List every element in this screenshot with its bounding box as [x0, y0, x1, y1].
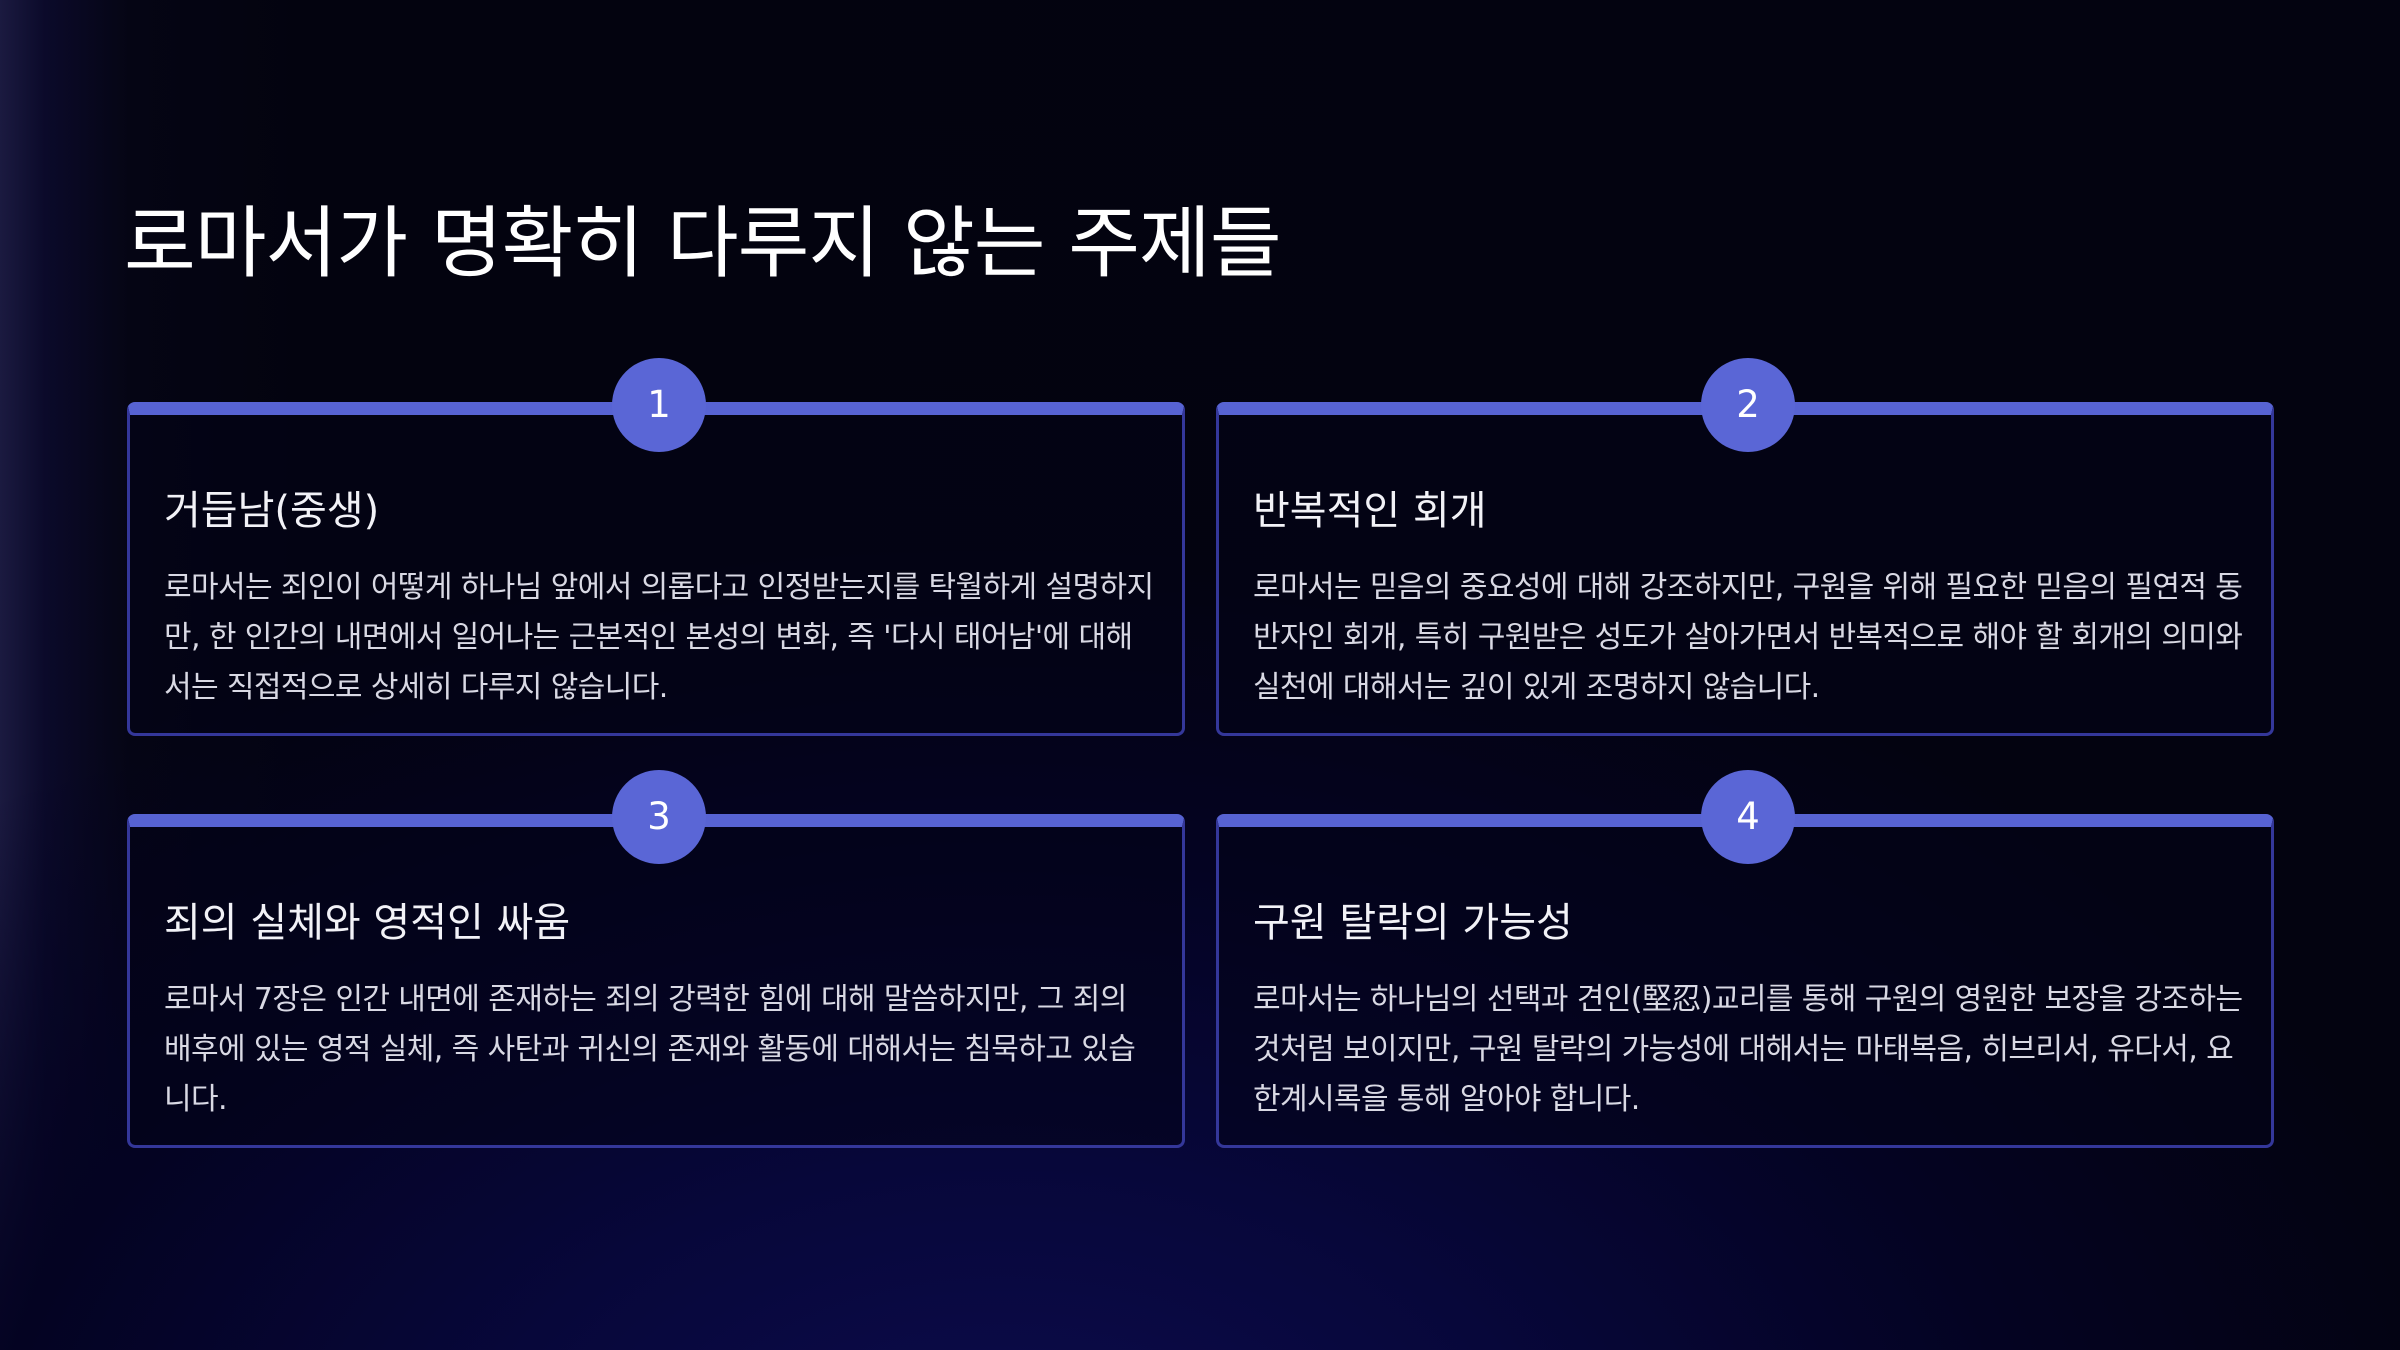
number-badge-4: 4 — [1701, 770, 1795, 864]
number-badge-2: 2 — [1701, 358, 1795, 452]
card-body-2: 로마서는 믿음의 중요성에 대해 강조하지만, 구원을 위해 필요한 믿음의 필… — [1253, 570, 2243, 705]
slide-title: 로마서가 명확히 다루지 않는 주제들 — [124, 199, 1282, 289]
card-title-3: 죄의 실체와 영적인 싸움 — [164, 900, 571, 946]
card-body-3: 로마서 7장은 인간 내면에 존재하는 죄의 강력한 힘에 대해 말씀하지만, … — [164, 982, 1136, 1117]
card-body-1: 로마서는 죄인이 어떻게 하나님 앞에서 의롭다고 인정받는지를 탁월하게 설명… — [164, 570, 1154, 705]
topic-card-2: 2 반복적인 회개 로마서는 믿음의 중요성에 대해 강조하지만, 구원을 위해… — [1216, 358, 2274, 736]
topic-card-3: 3 죄의 실체와 영적인 싸움 로마서 7장은 인간 내면에 존재하는 죄의 강… — [127, 770, 1185, 1148]
number-badge-3: 3 — [612, 770, 706, 864]
topic-card-4: 4 구원 탈락의 가능성 로마서는 하나님의 선택과 견인(堅忍)교리를 통해 … — [1216, 770, 2274, 1148]
card-title-1: 거듭남(중생) — [164, 488, 380, 534]
card-title-4: 구원 탈락의 가능성 — [1253, 900, 1573, 946]
topic-card-1: 1 거듭남(중생) 로마서는 죄인이 어떻게 하나님 앞에서 의롭다고 인정받는… — [127, 358, 1185, 736]
card-body-4: 로마서는 하나님의 선택과 견인(堅忍)교리를 통해 구원의 영원한 보장을 강… — [1253, 982, 2243, 1117]
number-badge-1: 1 — [612, 358, 706, 452]
card-title-2: 반복적인 회개 — [1253, 488, 1487, 534]
